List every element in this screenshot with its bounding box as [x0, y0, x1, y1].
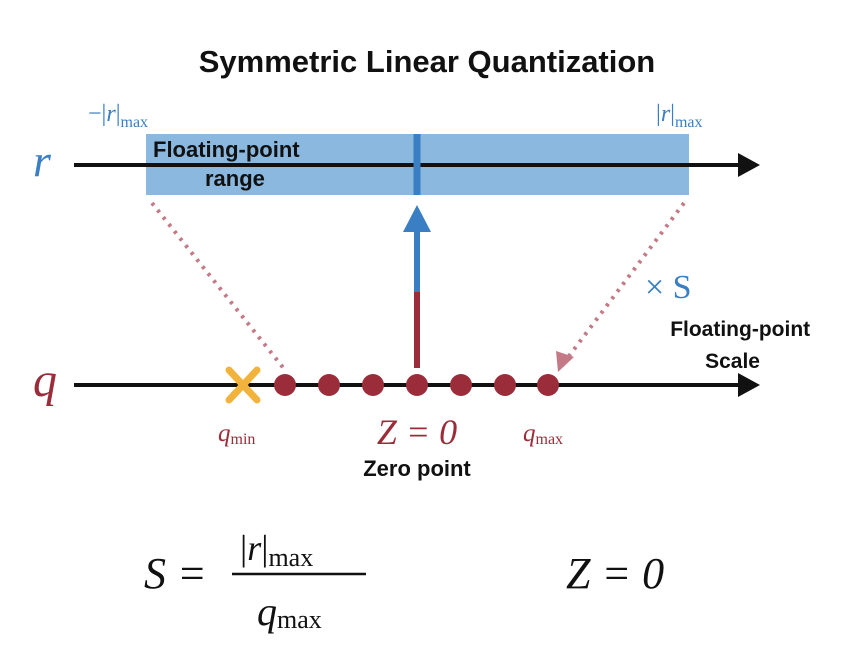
quantized-point: [362, 374, 384, 396]
scale-caption-line2: Scale: [705, 350, 760, 373]
range-label-line1: Floating-point: [153, 137, 300, 162]
q-axis-variable: q: [33, 354, 57, 407]
zero-point-value: Z = 0: [377, 412, 457, 452]
r-max-label: |r|max: [656, 101, 703, 131]
clipped-value-cross-icon: [225, 366, 261, 404]
range-label-line2: range: [205, 166, 265, 191]
right-mapping-dotted-line: [564, 201, 686, 362]
scale-formula-denominator: qmax: [257, 589, 322, 634]
zero-map-arrowhead: [403, 205, 431, 232]
scale-symbol: × S: [645, 269, 692, 306]
quantized-point-zero: [406, 374, 428, 396]
r-axis-arrowhead: [738, 153, 760, 177]
left-mapping-dotted-line: [150, 201, 287, 372]
quantized-point: [274, 374, 296, 396]
q-min-label: qmin: [218, 420, 255, 448]
q-axis-arrowhead: [738, 373, 760, 397]
diagram-title: Symmetric Linear Quantization: [199, 44, 656, 79]
q-max-label: qmax: [523, 420, 563, 448]
r-axis-variable: r: [33, 135, 52, 186]
quantized-point: [318, 374, 340, 396]
scale-caption: Floating-point Scale: [670, 318, 816, 373]
range-label: Floating-point range: [153, 137, 306, 191]
zero-point-caption: Zero point: [363, 456, 471, 481]
quantized-point: [494, 374, 516, 396]
scale-formula-numerator: |r|max: [240, 528, 313, 572]
zero-formula: Z = 0: [566, 549, 664, 598]
quantized-point: [537, 374, 559, 396]
scale-arrowhead: [556, 351, 574, 372]
scale-caption-line1: Floating-point: [670, 318, 810, 341]
r-min-label: −|r|max: [88, 101, 148, 131]
scale-formula-lhs: S =: [144, 549, 207, 598]
quantized-points: [274, 374, 559, 396]
quantized-point: [450, 374, 472, 396]
